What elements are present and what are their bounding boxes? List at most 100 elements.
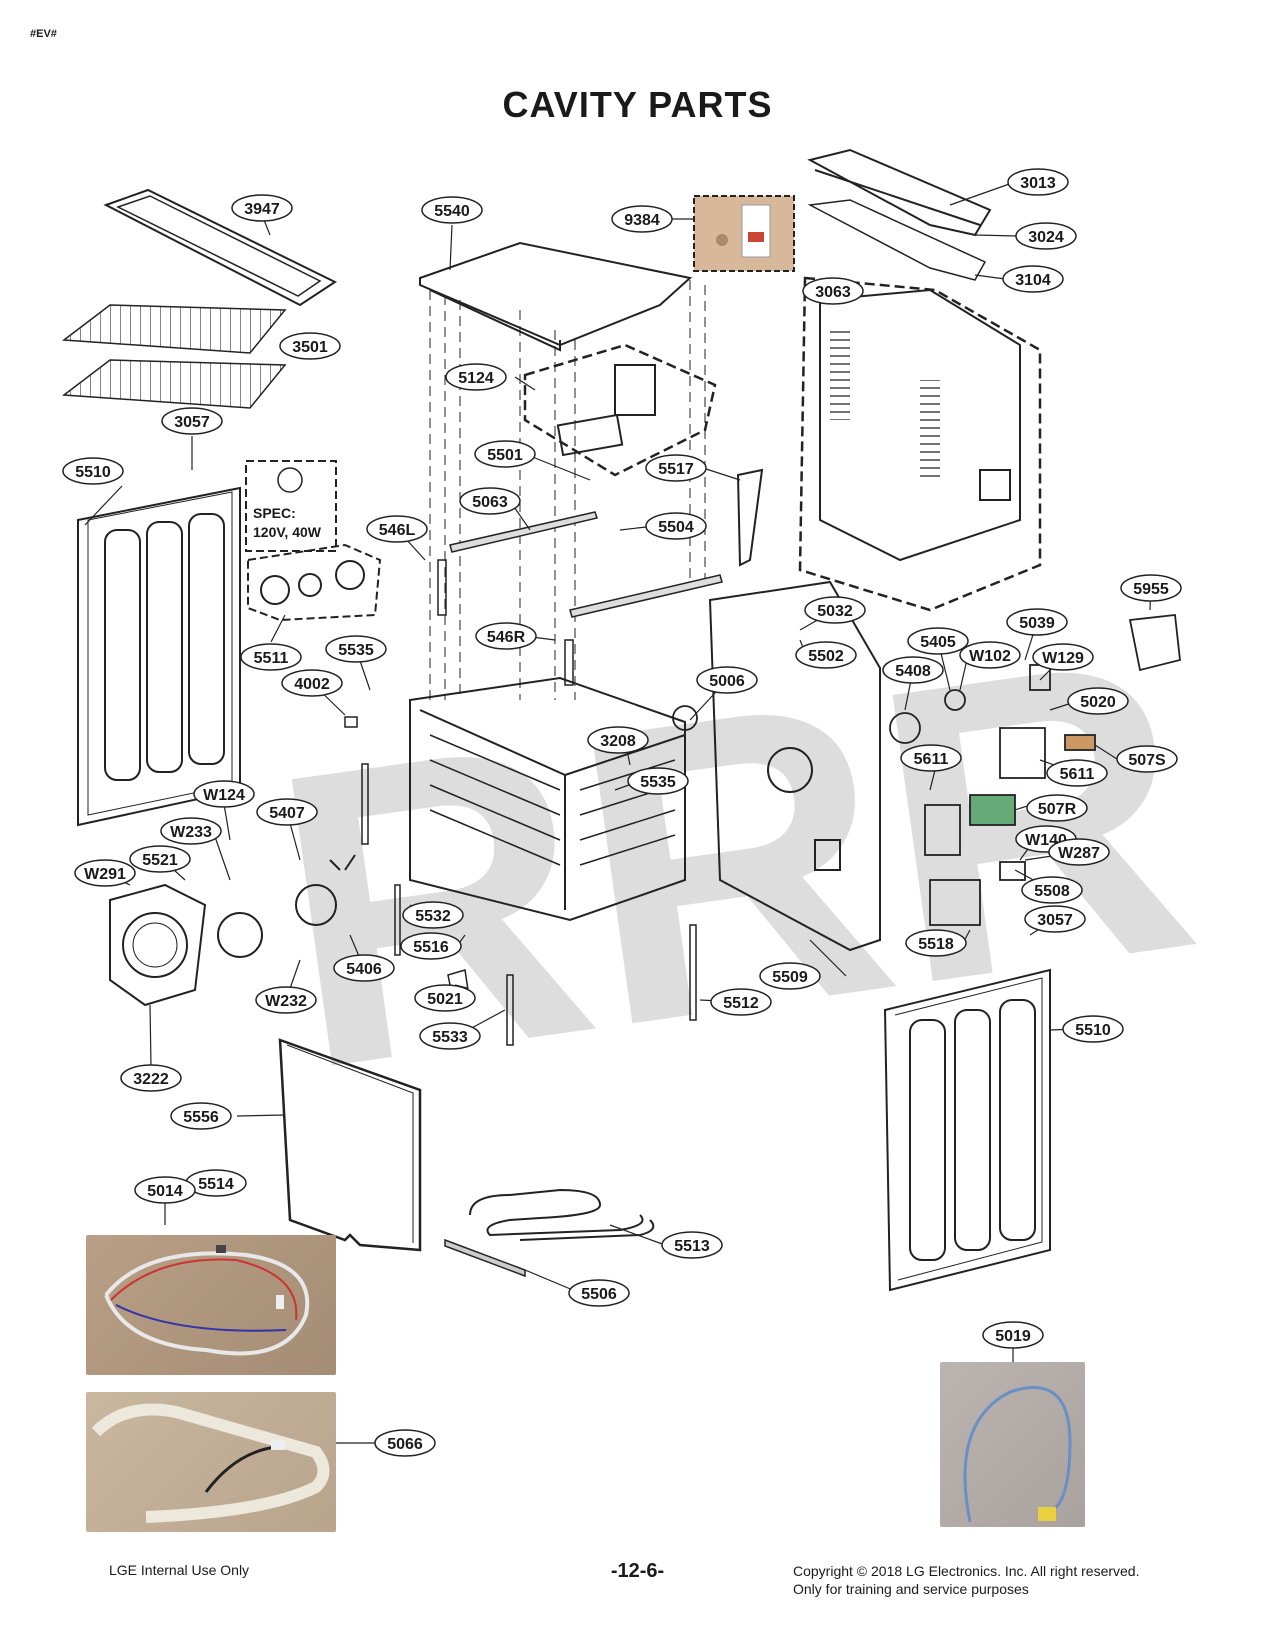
callout-label: 3501 xyxy=(292,339,328,356)
callout-bubble xyxy=(231,194,293,222)
callout-label: 5510 xyxy=(1075,1022,1111,1039)
callout-label: 5518 xyxy=(918,936,954,953)
top-panel xyxy=(419,241,693,352)
callout-label: 5501 xyxy=(487,447,523,464)
callout-label: 4002 xyxy=(294,676,330,693)
oven-cavity xyxy=(409,676,686,922)
callout-bubble xyxy=(1116,745,1178,773)
callout-label: 546R xyxy=(487,629,526,646)
callout-label: 507R xyxy=(1038,801,1077,818)
callout-label: W233 xyxy=(170,824,212,841)
callout-label: 5066 xyxy=(387,1436,423,1453)
callout-5501: 5501 xyxy=(474,440,536,468)
callout-label: 546L xyxy=(379,522,416,539)
callout-bubble xyxy=(959,641,1021,669)
callout-bubble xyxy=(1024,905,1086,933)
callout-3024: 3024 xyxy=(1015,222,1077,250)
bracket-parts xyxy=(344,559,697,1046)
callout-bubble xyxy=(160,817,222,845)
callout-label: 5510 xyxy=(75,464,111,481)
callout-5535: 5535 xyxy=(627,767,689,795)
callout-label: 3104 xyxy=(1015,272,1051,289)
callout-label: W102 xyxy=(969,648,1011,665)
callout-label: 5509 xyxy=(772,969,808,986)
callout-bubble xyxy=(1006,608,1068,636)
callout-5518: 5518 xyxy=(905,929,967,957)
callout-3013: 3013 xyxy=(1007,168,1069,196)
callout-label: 5406 xyxy=(346,961,382,978)
callout-w102: W102 xyxy=(959,641,1021,669)
callout-w124: W124 xyxy=(193,780,255,808)
trim-strip xyxy=(444,1238,526,1278)
callout-label: 3947 xyxy=(244,201,280,218)
lamp-parts xyxy=(247,543,382,622)
door-panel-left xyxy=(77,486,241,827)
callout-bubble xyxy=(1046,759,1108,787)
callout-bubble xyxy=(645,512,707,540)
callout-5124: 5124 xyxy=(445,363,507,391)
callout-bubble xyxy=(161,407,223,435)
door-panel-right xyxy=(883,968,1051,1292)
callout-bubble xyxy=(474,440,536,468)
callout-label: W129 xyxy=(1042,650,1084,667)
callout-3104: 3104 xyxy=(1002,265,1064,293)
callout-5510: 5510 xyxy=(62,457,124,485)
duct-part xyxy=(736,468,764,567)
lamp-spec-box: SPEC: 120V, 40W xyxy=(245,460,337,552)
callout-bubble xyxy=(568,1279,630,1307)
callout-bubble xyxy=(1002,265,1064,293)
callout-5506: 5506 xyxy=(568,1279,630,1307)
small-parts-right xyxy=(672,614,1181,926)
fan-assembly-left xyxy=(109,854,356,1007)
callout-label: 5556 xyxy=(183,1109,219,1126)
callout-label: 5504 xyxy=(658,519,694,536)
callout-507s: 507S xyxy=(1116,745,1178,773)
callout-5556: 5556 xyxy=(170,1102,232,1130)
callout-5014: 5014 xyxy=(134,1176,196,1204)
callout-5502: 5502 xyxy=(795,641,857,669)
callout-bubble xyxy=(414,984,476,1012)
callout-bubble xyxy=(62,457,124,485)
callout-label: 5506 xyxy=(581,1286,617,1303)
callout-w291: W291 xyxy=(74,859,136,887)
callout-label: 5502 xyxy=(808,648,844,665)
top-trim-parts xyxy=(807,148,992,281)
callout-w287: W287 xyxy=(1048,838,1110,866)
callout-bubble xyxy=(900,744,962,772)
callout-label: 5511 xyxy=(254,650,289,667)
callout-5405: 5405 xyxy=(907,627,969,655)
callout-bubble xyxy=(120,1064,182,1092)
callout-bubble xyxy=(459,487,521,515)
callout-546l: 546L xyxy=(366,515,428,543)
callout-bubble xyxy=(696,666,758,694)
callout-5020: 5020 xyxy=(1067,687,1129,715)
callout-bubble xyxy=(1015,222,1077,250)
callout-label: 5063 xyxy=(472,494,508,511)
callout-5408: 5408 xyxy=(882,656,944,684)
callout-bubble xyxy=(256,798,318,826)
callout-w233: W233 xyxy=(160,817,222,845)
callout-bubble xyxy=(1021,876,1083,904)
callout-3057: 3057 xyxy=(1024,905,1086,933)
callout-label: 5408 xyxy=(895,663,931,680)
callout-label: 5517 xyxy=(658,461,694,478)
callout-label: 5955 xyxy=(1133,581,1169,598)
callout-5063: 5063 xyxy=(459,487,521,515)
page-title: CAVITY PARTS xyxy=(502,84,773,125)
callout-bubble xyxy=(374,1429,436,1457)
callout-label: 5611 xyxy=(1060,766,1095,783)
callout-label: 5512 xyxy=(723,995,759,1012)
blue-cable-graphic xyxy=(963,1386,1072,1523)
blue-cable-photo xyxy=(940,1362,1085,1527)
callout-4002: 4002 xyxy=(281,669,343,697)
callout-bubble xyxy=(279,332,341,360)
callout-507r: 507R xyxy=(1026,794,1088,822)
callout-bubble xyxy=(907,627,969,655)
callout-bubble xyxy=(74,859,136,887)
callout-label: 5535 xyxy=(640,774,676,791)
callout-bubble xyxy=(1026,794,1088,822)
callout-5516: 5516 xyxy=(400,932,462,960)
wire-harness-photo xyxy=(86,1235,336,1375)
callout-label: 5540 xyxy=(434,203,470,220)
callout-w129: W129 xyxy=(1032,643,1094,671)
